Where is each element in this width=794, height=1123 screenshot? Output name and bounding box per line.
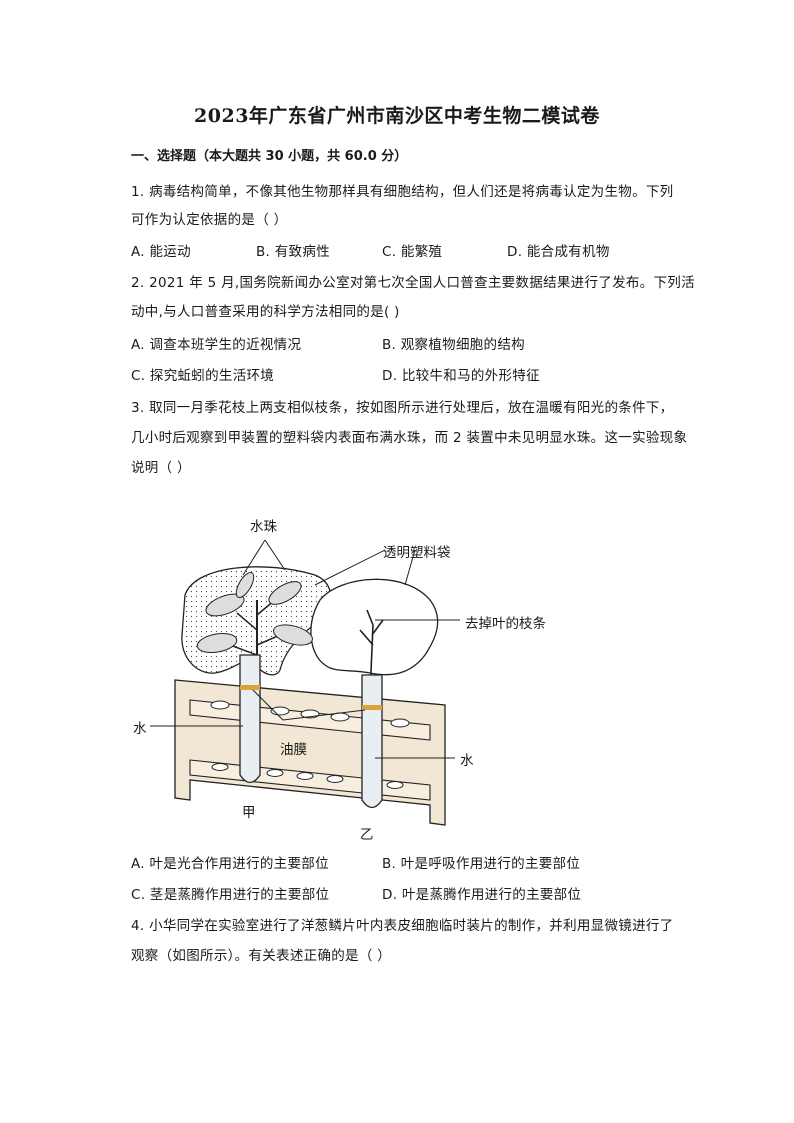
q3-line3: 说明（ ） — [131, 460, 191, 476]
q1-line2: 可作为认定依据的是（ ） — [131, 212, 288, 228]
q2-option-c: C. 探究蚯蚓的生活环境 — [131, 368, 275, 384]
label-jia: 甲 — [242, 805, 256, 821]
q3-line1: 3. 取同一月季花枝上两支相似枝条，按如图所示进行处理后，放在温暖有阳光的条件下… — [131, 400, 674, 416]
q2-option-a: A. 调查本班学生的近视情况 — [131, 337, 302, 353]
label-water-right: 水 — [460, 753, 474, 769]
q2-option-b: B. 观察植物细胞的结构 — [382, 337, 525, 353]
q1-option-b: B. 有致病性 — [256, 244, 330, 260]
q3-line2: 几小时后观察到甲装置的塑料袋内表面布满水珠，而 2 装置中未见明显水珠。这一实验… — [131, 430, 688, 446]
q2-option-d: D. 比较牛和马的外形特征 — [382, 368, 540, 384]
transpiration-apparatus-illustration — [150, 539, 460, 826]
q1-line1: 1. 病毒结构简单，不像其他生物那样具有细胞结构，但人们还是将病毒认定为生物。下… — [131, 184, 674, 200]
q2-line2: 动中,与人口普查采用的科学方法相同的是( ) — [131, 304, 400, 320]
test-tube-jia — [239, 654, 261, 784]
label-oil-film: 油膜 — [280, 742, 307, 758]
label-water-left: 水 — [133, 721, 147, 737]
q1-option-c: C. 能繁殖 — [382, 244, 443, 260]
label-plastic-bag: 透明塑料袋 — [383, 545, 451, 561]
label-yi: 乙 — [360, 827, 374, 843]
label-water-drops: 水珠 — [250, 519, 277, 535]
label-stripped-branch: 去掉叶的枝条 — [465, 616, 546, 632]
test-tube-yi — [361, 674, 383, 809]
q3-option-c: C. 茎是蒸腾作用进行的主要部位 — [131, 887, 330, 903]
q4-line1: 4. 小华同学在实验室进行了洋葱鳞片叶内表皮细胞临时装片的制作，并利用显微镜进行… — [131, 918, 674, 934]
exam-title: 2023年广东省广州市南沙区中考生物二模试卷 — [194, 105, 600, 127]
q4-line2: 观察（如图所示）。有关表述正确的是（ ） — [131, 948, 392, 964]
q3-figure: 水珠 透明塑料袋 去掉叶的枝条 水 油膜 水 甲 乙 — [125, 505, 546, 845]
q3-option-a: A. 叶是光合作用进行的主要部位 — [131, 856, 329, 872]
plastic-bag-yi — [310, 578, 439, 676]
q1-option-d: D. 能合成有机物 — [507, 244, 610, 260]
q1-option-a: A. 能运动 — [131, 244, 191, 260]
q3-option-d: D. 叶是蒸腾作用进行的主要部位 — [382, 887, 582, 903]
section-heading: 一、选择题（本大题共 30 小题，共 60.0 分） — [131, 149, 408, 164]
q3-option-b: B. 叶是呼吸作用进行的主要部位 — [382, 856, 581, 872]
q2-line1: 2. 2021 年 5 月,国务院新闻办公室对第七次全国人口普查主要数据结果进行… — [131, 275, 695, 291]
